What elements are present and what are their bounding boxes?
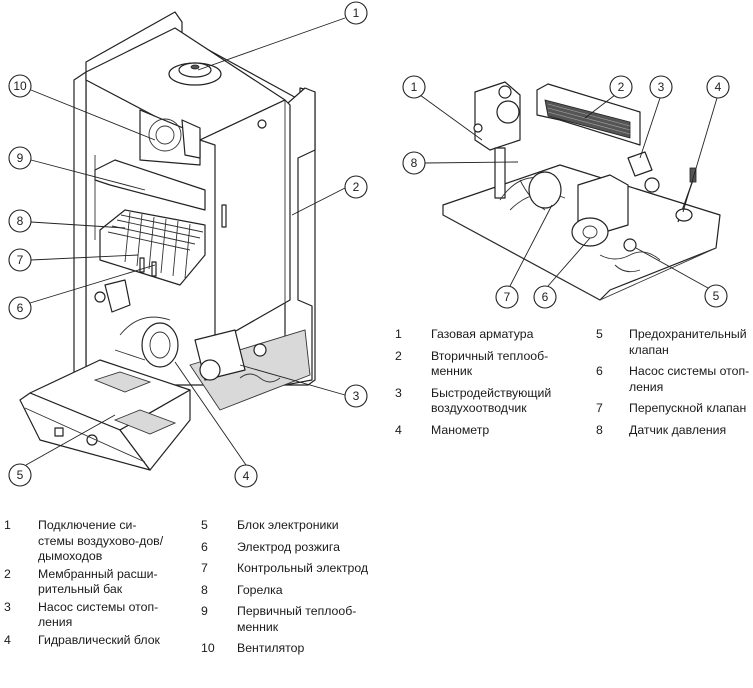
svg-text:1: 1	[353, 6, 360, 20]
hydraulic-drawing: 1 2 3 4 5 6 7 8	[402, 75, 730, 309]
hydraulic-block	[114, 316, 311, 411]
svg-text:6: 6	[17, 301, 24, 315]
callout-h2: 2	[609, 75, 633, 99]
svg-text:1: 1	[411, 80, 418, 94]
svg-text:4: 4	[715, 80, 722, 94]
callout-5: 5	[8, 463, 32, 487]
svg-text:7: 7	[17, 253, 24, 267]
svg-text:8: 8	[17, 214, 24, 228]
callout-2: 2	[344, 175, 368, 199]
callout-10: 10	[8, 74, 32, 98]
burner	[99, 209, 206, 286]
boiler-drawing: 1 2 3 4 5 6 7 8 9	[8, 1, 368, 488]
callout-h1: 1	[402, 75, 426, 99]
callout-4: 4	[234, 464, 258, 488]
callout-8: 8	[8, 209, 32, 233]
callout-1: 1	[344, 1, 368, 25]
svg-text:10: 10	[13, 79, 27, 93]
svg-text:3: 3	[353, 389, 360, 403]
svg-text:5: 5	[17, 468, 24, 482]
heating-pump	[571, 174, 629, 247]
callout-h8: 8	[402, 151, 426, 175]
svg-text:4: 4	[243, 469, 250, 483]
svg-text:5: 5	[713, 289, 720, 303]
bypass-valve	[528, 171, 562, 209]
callout-6: 6	[8, 296, 32, 320]
svg-text:2: 2	[618, 80, 625, 94]
air-vent	[627, 151, 653, 177]
combustion-cover	[199, 99, 291, 341]
callout-h5: 5	[704, 284, 728, 308]
svg-text:9: 9	[17, 151, 24, 165]
svg-text:6: 6	[542, 290, 549, 304]
callout-3: 3	[344, 384, 368, 408]
safety-valve	[623, 238, 637, 252]
callout-h7: 7	[495, 285, 519, 309]
secondary-heat-exchanger	[536, 83, 641, 146]
callout-h4: 4	[706, 75, 730, 99]
side-wall	[73, 71, 87, 396]
svg-text:3: 3	[658, 80, 665, 94]
flue-pipe	[178, 62, 212, 78]
gas-valve	[104, 279, 131, 313]
svg-text:8: 8	[411, 156, 418, 170]
callout-h6: 6	[533, 285, 557, 309]
callout-9: 9	[8, 146, 32, 170]
callout-h3: 3	[649, 75, 673, 99]
callout-7: 7	[8, 248, 32, 272]
svg-text:7: 7	[504, 290, 511, 304]
svg-text:2: 2	[353, 180, 360, 194]
gas-valve-assembly	[473, 81, 521, 199]
fan	[139, 109, 201, 166]
